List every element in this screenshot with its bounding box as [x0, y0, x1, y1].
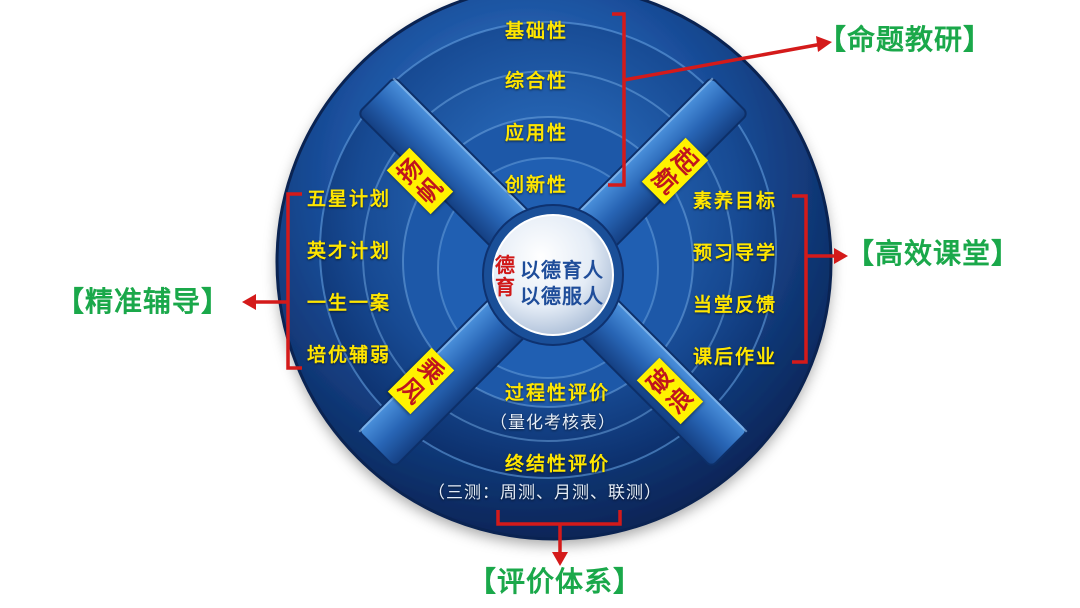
callout-pingjia-tixi: 【评价体系】 — [468, 565, 643, 598]
bottom-item-1: 过程性评价 — [505, 382, 611, 404]
top-item-4: 创新性 — [505, 174, 569, 196]
callout-gaoxiao-ketang: 【高效课堂】 — [846, 237, 1021, 270]
top-item-3: 应用性 — [505, 122, 569, 144]
right-arrow-head — [834, 248, 848, 264]
left-item-4: 培优辅弱 — [307, 344, 392, 366]
hub-center — [492, 214, 614, 336]
bottom-arrow-head — [552, 552, 568, 566]
top-bracket — [608, 12, 626, 187]
right-item-3: 当堂反馈 — [693, 294, 778, 316]
left-item-1: 五星计划 — [307, 188, 392, 210]
bottom-item-2: 终结性评价 — [505, 453, 611, 475]
center-motto-1: 以德育人 — [520, 258, 604, 282]
left-item-2: 英才计划 — [307, 240, 392, 262]
top-arrow-line — [623, 42, 823, 82]
red-brackets — [252, 12, 838, 556]
center-side-text: 德 育 — [495, 253, 515, 299]
bottom-item-2-note: （三测：周测、月测、联测） — [428, 483, 662, 503]
left-item-3: 一生一案 — [307, 292, 392, 314]
left-bracket — [286, 192, 302, 370]
right-item-4: 课后作业 — [693, 346, 778, 368]
left-arrow-head — [242, 294, 256, 310]
callout-mingti-jiaoyan: 【命题教研】 — [818, 23, 993, 56]
top-item-2: 综合性 — [505, 70, 569, 92]
arrow-heads — [242, 36, 848, 566]
right-item-2: 预习导学 — [693, 242, 778, 264]
right-bracket — [792, 194, 808, 364]
center-motto-2: 以德服人 — [520, 284, 604, 308]
bottom-item-1-note: （量化考核表） — [490, 413, 616, 433]
top-item-1: 基础性 — [505, 20, 569, 42]
top-arrow-head — [816, 36, 832, 52]
callout-jingzhun-fudao: 【精准辅导】 — [56, 285, 231, 318]
right-item-1: 素养目标 — [693, 190, 778, 212]
